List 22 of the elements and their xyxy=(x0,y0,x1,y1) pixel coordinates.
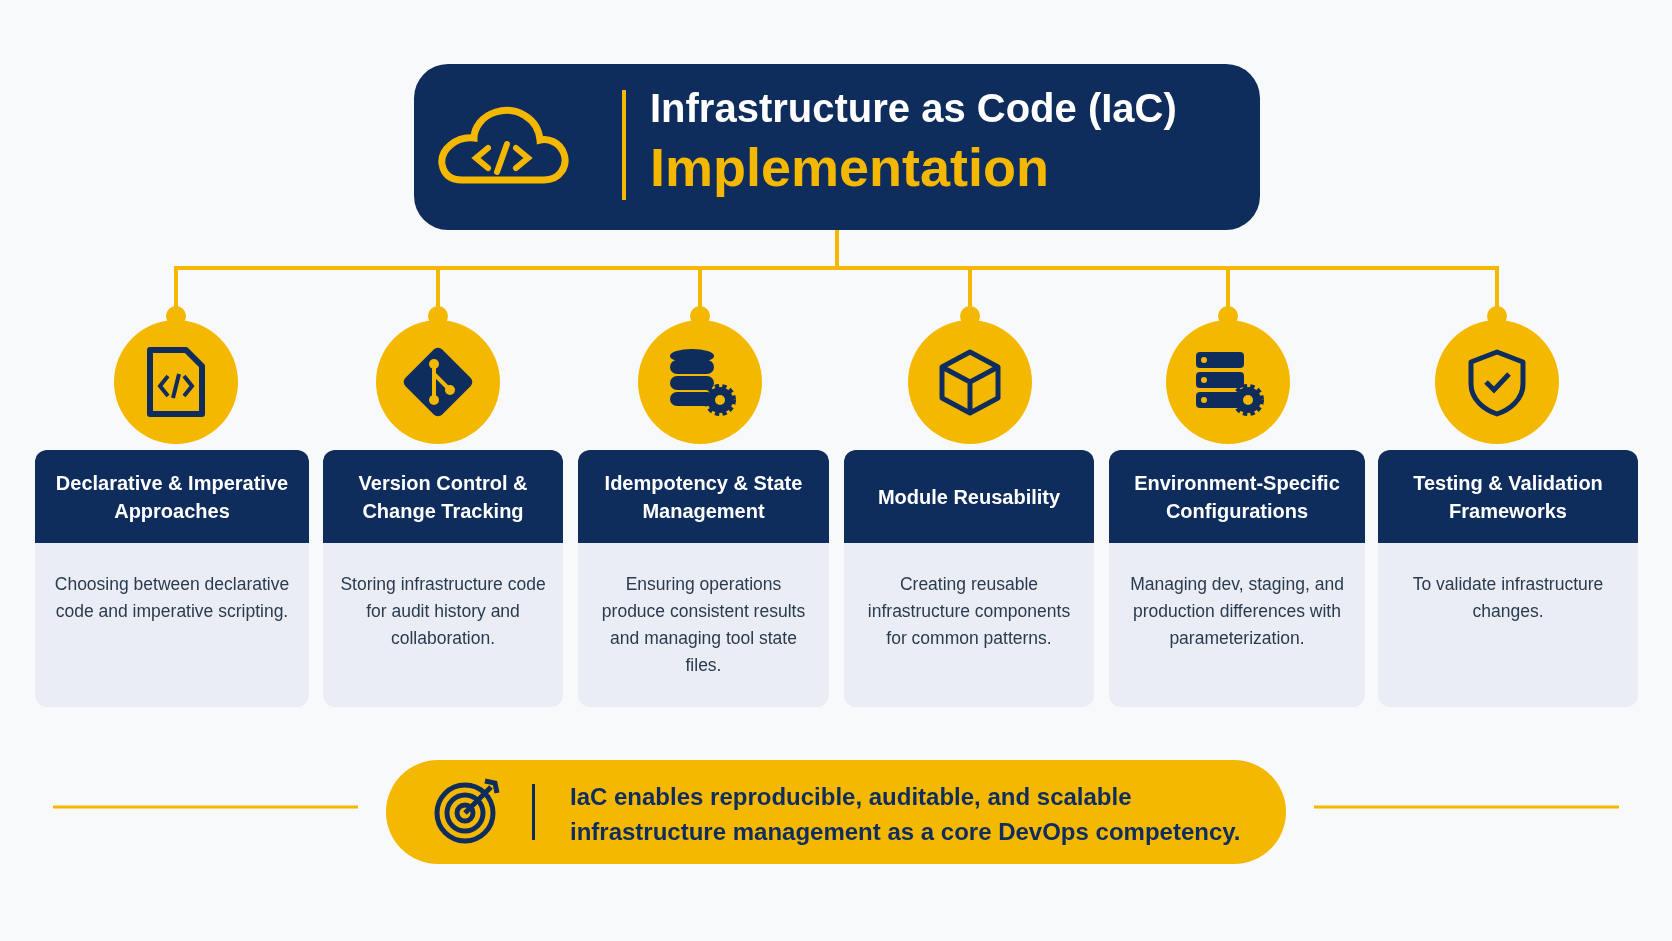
card-heading: Testing & Validation Frameworks xyxy=(1378,450,1638,543)
info-card xyxy=(844,450,1094,707)
card-description: Managing dev, staging, and production differences with parameterization. xyxy=(1129,573,1345,651)
card-description: Ensuring operations produce consistent results and managing tool state files. xyxy=(600,573,807,678)
card-description: Storing infrastructure code for audit history and collaboration. xyxy=(339,573,547,651)
subtitle-text: Implementation xyxy=(650,136,1050,198)
card-description: To validate infrastructure changes. xyxy=(1411,573,1605,624)
card-heading: Version Control & Change Tracking xyxy=(323,450,563,543)
title-text: Infrastructure as Code (IaC) xyxy=(650,86,1177,131)
summary-text: IaC enables reproducible, auditable, and scalable infrastructure management as a core DevOps competency. xyxy=(570,782,1242,847)
info-card xyxy=(578,450,829,707)
title-banner xyxy=(414,64,1260,230)
card-heading: Environment-Specific Configurations xyxy=(1109,450,1365,543)
card-heading: Idempotency & State Management xyxy=(578,450,829,543)
info-card xyxy=(323,450,563,707)
card-description: Choosing between declarative code and imperative scripting. xyxy=(53,573,291,624)
card-description: Creating reusable infrastructure components for common patterns. xyxy=(866,573,1072,651)
card-heading: Declarative & Imperative Approaches xyxy=(35,450,309,543)
info-card xyxy=(1378,450,1638,707)
info-card xyxy=(1109,450,1365,707)
card-heading: Module Reusability xyxy=(844,450,1094,543)
info-card xyxy=(35,450,309,707)
